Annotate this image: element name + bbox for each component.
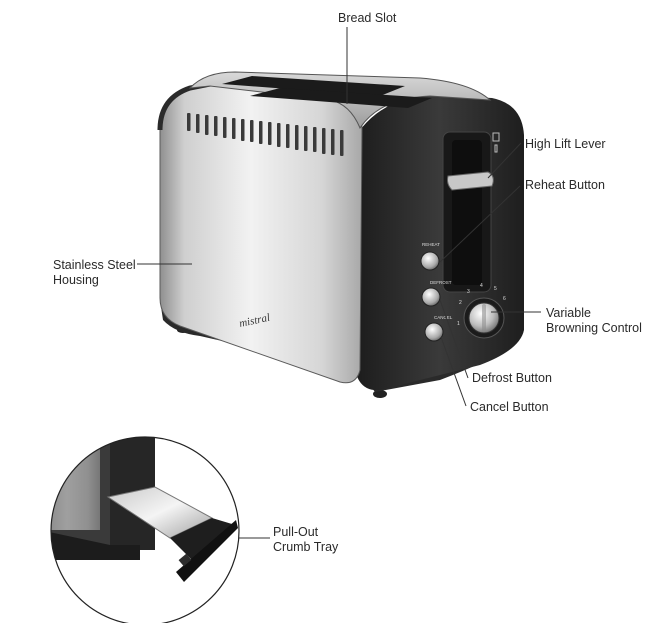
dial-number: 4 xyxy=(480,283,483,289)
vent-grille xyxy=(187,113,344,156)
crumb-tray-detail xyxy=(50,436,240,623)
vent xyxy=(250,120,254,142)
leader-high-lift-lever xyxy=(487,142,522,179)
vent xyxy=(322,128,326,154)
label-variable-browning-line2: Browning Control xyxy=(546,321,642,335)
vent xyxy=(214,116,218,136)
vent xyxy=(268,122,272,145)
vent xyxy=(232,118,236,139)
label-variable-browning: Variable Browning Control xyxy=(546,306,642,336)
vent xyxy=(205,115,209,135)
leader-defrost-button xyxy=(439,299,469,379)
label-reheat-button: Reheat Button xyxy=(525,178,605,192)
high-lift-lever xyxy=(447,171,494,191)
crumb-tray-lip xyxy=(170,518,232,560)
dial-number: 3 xyxy=(467,289,470,295)
vent xyxy=(286,124,290,148)
label-high-lift-lever: High Lift Lever xyxy=(525,137,606,151)
label-stainless-housing: Stainless Steel Housing xyxy=(53,258,136,288)
vent xyxy=(277,123,281,147)
toaster-body xyxy=(157,71,524,398)
dial-number: 6 xyxy=(503,296,506,302)
vent xyxy=(313,127,317,152)
leader-cancel-button xyxy=(440,336,467,407)
crumb-tray-grip xyxy=(178,553,192,567)
label-stainless-housing-line1: Stainless Steel xyxy=(53,258,136,272)
label-crumb-tray-line1: Pull-Out xyxy=(273,525,319,539)
lever-icon xyxy=(492,132,500,153)
dial-number: 5 xyxy=(494,286,497,292)
leader-reheat-button xyxy=(439,185,521,263)
label-crumb-tray: Pull-Out Crumb Tray xyxy=(273,525,338,555)
vent xyxy=(223,117,227,138)
dial-number: 1 xyxy=(457,321,460,327)
label-stainless-housing-line2: Housing xyxy=(53,273,99,287)
reheat-button xyxy=(420,251,440,271)
vent xyxy=(304,126,308,151)
leader-lines xyxy=(137,27,541,539)
label-cancel-button: Cancel Button xyxy=(470,400,549,414)
label-defrost-button: Defrost Button xyxy=(472,371,552,385)
lever-track-inner xyxy=(452,140,482,285)
dial-number: 2 xyxy=(459,300,462,306)
toaster-foot xyxy=(373,390,387,398)
label-crumb-tray-line2: Crumb Tray xyxy=(273,540,339,554)
vent xyxy=(340,130,344,156)
bread-slot-slot1 xyxy=(222,76,405,96)
label-variable-browning-line1: Variable xyxy=(546,306,591,320)
vent xyxy=(196,114,200,133)
reheat-caption: REHEAT xyxy=(422,242,440,247)
defrost-caption: DEFROST xyxy=(430,280,452,285)
defrost-button xyxy=(421,287,441,307)
detail-base xyxy=(51,530,140,560)
cancel-caption: CANCEL xyxy=(434,315,453,320)
vent xyxy=(295,125,299,150)
vent xyxy=(241,119,245,141)
vent xyxy=(259,121,263,144)
bread-slot-slot2 xyxy=(250,88,432,108)
vent xyxy=(187,113,191,131)
vent xyxy=(331,129,335,155)
cancel-button xyxy=(424,322,444,342)
crumb-tray-handle xyxy=(176,520,238,582)
detail-circle-border xyxy=(50,436,240,623)
browning-dial-grip xyxy=(482,304,486,332)
label-bread-slot: Bread Slot xyxy=(338,11,397,25)
